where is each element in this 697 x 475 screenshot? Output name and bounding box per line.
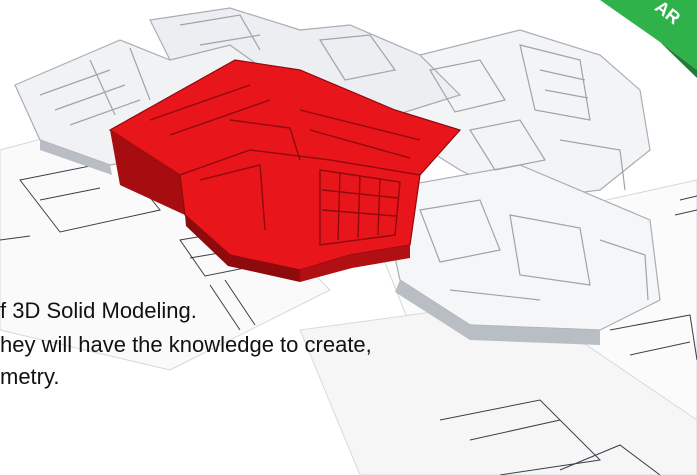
corner-badge-fold (660, 42, 697, 78)
front-right-wall-shadow (395, 280, 600, 345)
corner-badge-ribbon (600, 0, 697, 70)
left-wing-shadow (40, 140, 112, 175)
body-text-line-2: hey will have the knowledge to create, (0, 332, 372, 357)
red-block-front (110, 130, 185, 215)
body-text-line-1: f 3D Solid Modeling. (0, 298, 197, 323)
red-block-base-shadow (185, 215, 300, 282)
interior-walls (39, 14, 649, 301)
body-text-line-3: metry. (0, 364, 60, 389)
red-interior-walls (149, 84, 421, 246)
corner-badge: AR (600, 0, 697, 78)
red-block-side-shadow (300, 245, 410, 282)
